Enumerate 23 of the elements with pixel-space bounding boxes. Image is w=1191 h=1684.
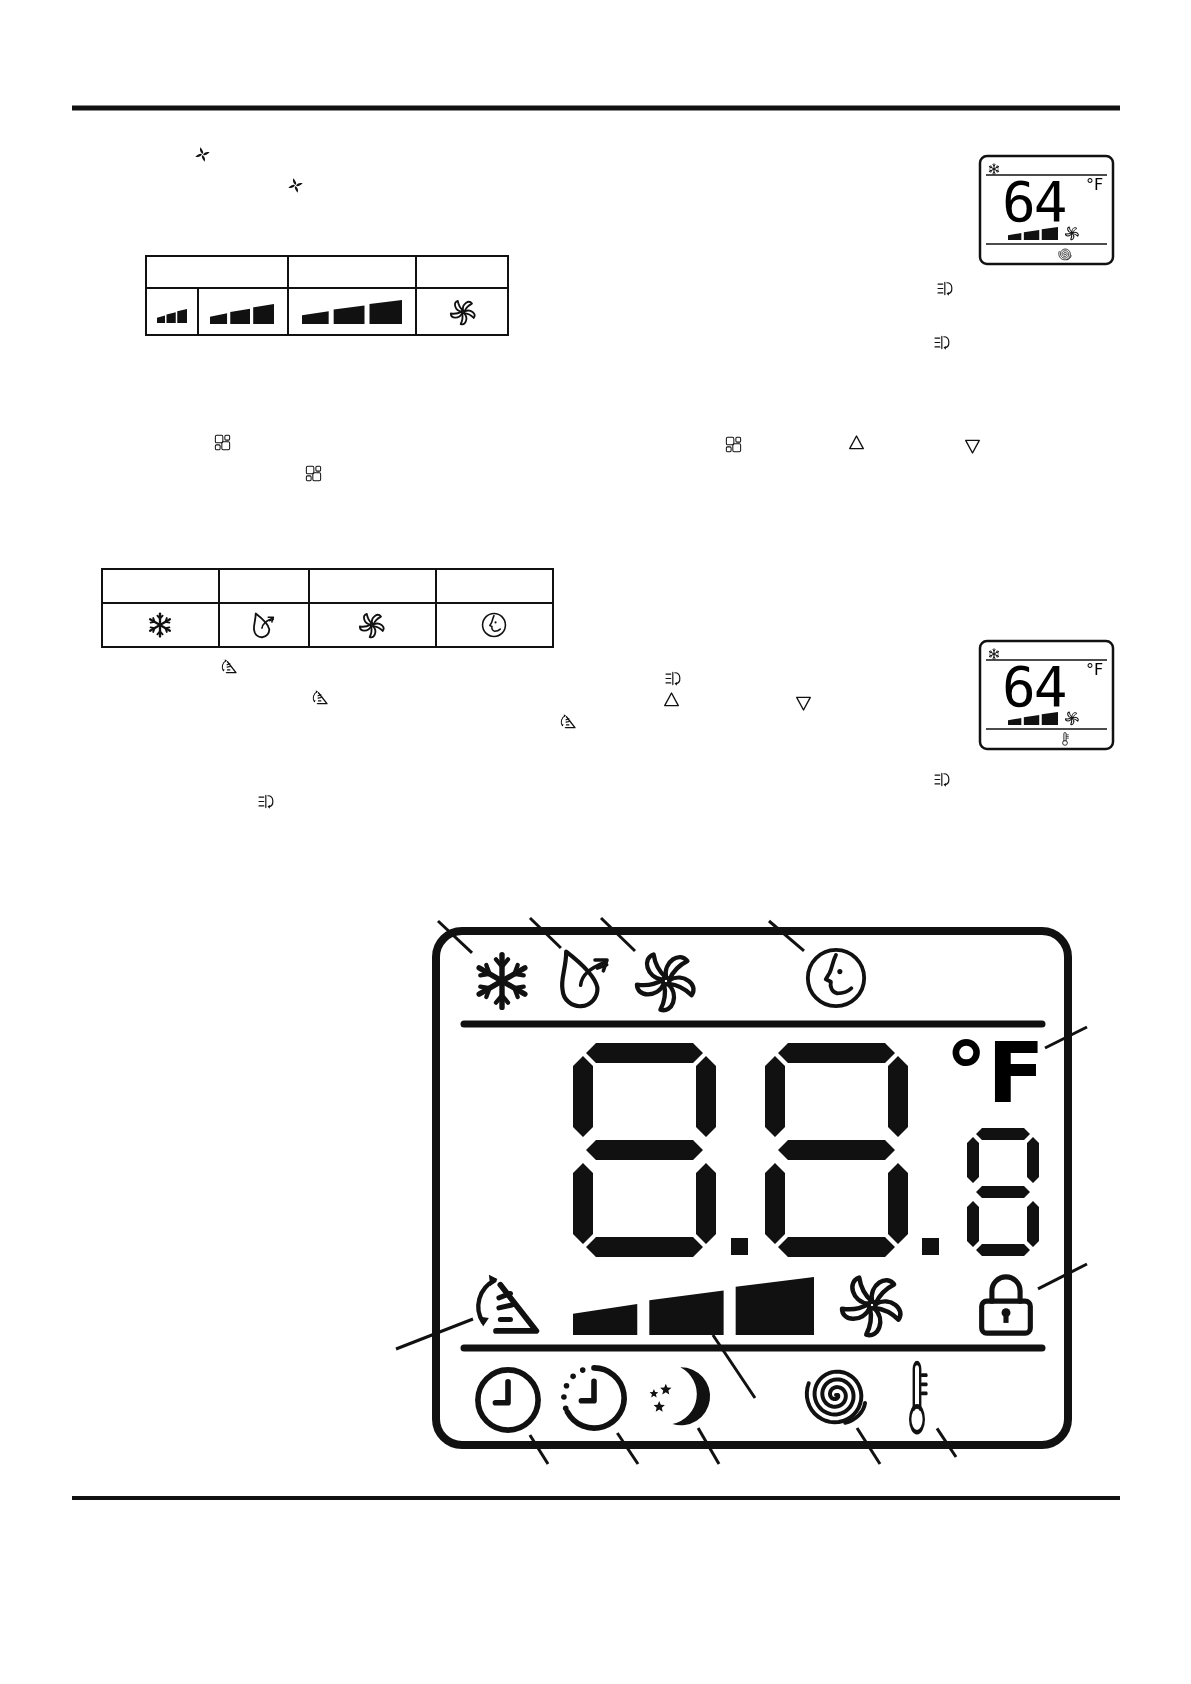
unit-label: °F bbox=[1086, 661, 1104, 679]
fan-speed-bars-icon bbox=[573, 1277, 814, 1335]
leader-line bbox=[935, 1427, 958, 1458]
leader-line bbox=[1044, 1025, 1088, 1050]
temperature-reading: 64 bbox=[1002, 657, 1066, 717]
leader-line bbox=[711, 1334, 757, 1399]
leader-line bbox=[855, 1427, 882, 1465]
timer-icon bbox=[559, 1363, 629, 1433]
leader-line bbox=[768, 919, 805, 952]
leader-line bbox=[528, 916, 562, 950]
leader-line bbox=[696, 1427, 721, 1465]
unit-label: °F bbox=[945, 1030, 1045, 1116]
leader-line bbox=[528, 1434, 550, 1465]
leader-line bbox=[395, 1317, 474, 1351]
fan-icon bbox=[635, 950, 697, 1012]
unit-label: °F bbox=[1086, 176, 1104, 194]
leader-line bbox=[1037, 1262, 1088, 1291]
leader-line bbox=[599, 916, 637, 953]
temperature-reading: 64 bbox=[1002, 172, 1066, 232]
face-icon bbox=[804, 946, 868, 1010]
leader-line bbox=[436, 919, 474, 954]
leader-line bbox=[616, 1432, 640, 1465]
clock-icon bbox=[473, 1365, 543, 1435]
